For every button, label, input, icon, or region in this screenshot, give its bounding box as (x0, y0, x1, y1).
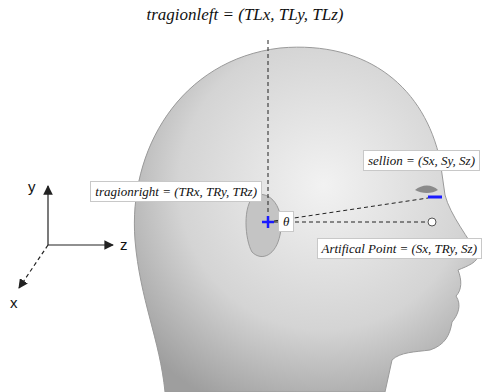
artificial-point-mark (428, 218, 436, 226)
sellion-label: sellion = (Sx, Sy, Sz) (363, 150, 480, 171)
x-axis (19, 245, 48, 288)
axis-label: y (28, 178, 36, 195)
y-axis (47, 186, 48, 245)
label-text: sellion = (Sx, Sy, Sz) (368, 152, 475, 169)
sellion-mark (428, 196, 442, 199)
tragion-cross (267, 216, 270, 228)
eye (415, 186, 438, 194)
axis-label: x (10, 294, 18, 311)
z-axis (48, 244, 113, 245)
label-text: tragionleft = (TLx, TLy, TLz) (146, 4, 343, 26)
tragion-left-label: tragionleft = (TLx, TLy, TLz) (142, 4, 347, 26)
label-text: Artifical Point = (Sx, TRy, Sz) (322, 240, 478, 257)
axis-label: z (120, 236, 128, 253)
angle-label: θ (278, 211, 294, 232)
head-silhouette (134, 47, 478, 392)
vertical-dashed-line (268, 40, 269, 214)
artificial-point-label: Artifical Point = (Sx, TRy, Sz) (317, 238, 483, 259)
tragion-right-label: tragionright = (TRx, TRy, TRz) (90, 181, 262, 202)
label-text: θ (283, 213, 289, 230)
sellion-dashed-line (274, 198, 428, 221)
label-text: tragionright = (TRx, TRy, TRz) (95, 183, 257, 200)
horizontal-dashed-line (274, 222, 427, 223)
ear (246, 194, 281, 256)
